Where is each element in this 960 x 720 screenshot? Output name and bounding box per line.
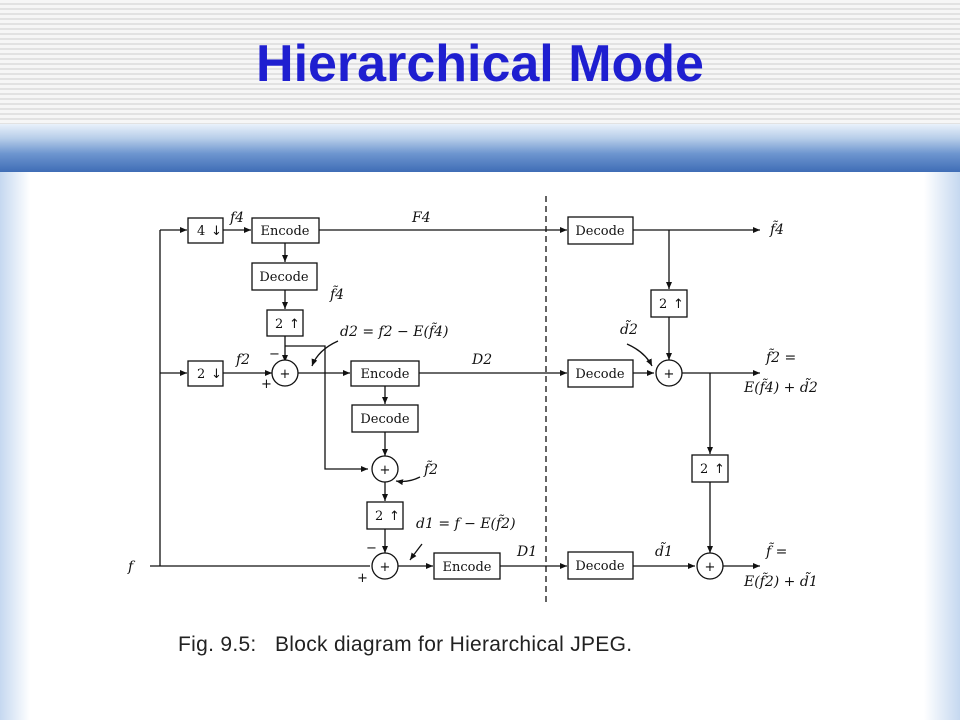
svg-text:+: + xyxy=(705,560,716,575)
svg-text:Decode: Decode xyxy=(575,367,625,382)
svg-text:2: 2 xyxy=(197,367,205,382)
svg-text:Encode: Encode xyxy=(443,560,492,575)
svg-text:Decode: Decode xyxy=(360,412,410,427)
label-d2-tilde: d̃2 xyxy=(620,319,638,338)
label-F4: F4 xyxy=(411,210,431,226)
receiver-upsample-block-2: 2 ↑ xyxy=(691,454,729,483)
sum-junction-1: + xyxy=(271,359,299,387)
upsample-block-2: 2 ↑ xyxy=(366,501,404,530)
decode-block-2: Decode xyxy=(351,404,419,433)
down-arrow-icon: ↓ xyxy=(211,224,222,239)
receiver-decode-block-1: Decode xyxy=(567,216,634,245)
slide-title: Hierarchical Mode xyxy=(256,35,704,93)
right-edge-gradient xyxy=(924,172,960,720)
label-f-output: f̃ = xyxy=(765,542,787,560)
label-f: f xyxy=(127,559,136,575)
sum-junction-3: + xyxy=(371,552,399,580)
d2-tilde-pointer xyxy=(626,343,653,367)
svg-text:Encode: Encode xyxy=(361,367,410,382)
label-f4: f4 xyxy=(229,210,244,226)
up-arrow-icon: ↑ xyxy=(673,297,684,312)
svg-text:Decode: Decode xyxy=(259,270,309,285)
svg-text:+: + xyxy=(664,367,675,382)
header-band xyxy=(0,124,960,172)
upsample-block-1: 2 ↑ xyxy=(266,309,304,337)
svg-text:2: 2 xyxy=(700,462,708,477)
plus-sign-2: + xyxy=(357,571,368,586)
svg-text:+: + xyxy=(380,463,391,478)
label-d1-equation: d1 = f − E(f̃2) xyxy=(416,514,516,532)
svg-text:Decode: Decode xyxy=(575,559,625,574)
left-edge-gradient xyxy=(0,172,30,720)
receiver-decode-block-3: Decode xyxy=(567,551,634,580)
svg-text:Decode: Decode xyxy=(575,224,625,239)
minus-sign-1: − xyxy=(269,347,280,362)
plus-sign-1: + xyxy=(261,377,272,392)
svg-text:2: 2 xyxy=(275,317,283,332)
label-d2-equation: d2 = f2 − E(f̃4) xyxy=(340,322,448,340)
f2-pointer xyxy=(395,476,421,486)
label-d1-tilde: d̃1 xyxy=(655,541,673,560)
down2-block: 2 ↓ xyxy=(187,360,224,387)
receiver-sum-junction-2: + xyxy=(696,552,724,580)
minus-sign-2: − xyxy=(366,541,377,556)
label-f4-tilde-out: f̃4 xyxy=(769,220,784,238)
label-D2: D2 xyxy=(471,352,492,368)
decode-block-1: Decode xyxy=(251,262,318,291)
down-arrow-icon: ↓ xyxy=(211,367,222,382)
svg-text:4: 4 xyxy=(197,224,205,239)
label-f2-output: f̃2 = xyxy=(765,348,796,366)
up-arrow-icon: ↑ xyxy=(289,317,300,332)
predict-to-sum2 xyxy=(285,345,368,472)
svg-text:2: 2 xyxy=(659,297,667,312)
encode-block-1: Encode xyxy=(251,217,320,244)
svg-text:Encode: Encode xyxy=(261,224,310,239)
d1-pointer xyxy=(409,543,423,561)
label-f2: f2 xyxy=(235,352,250,368)
svg-text:+: + xyxy=(280,367,291,382)
label-f4-tilde: f̃4 xyxy=(329,285,344,303)
label-f-output-expr: E(f̃2) + d̃1 xyxy=(743,571,818,590)
up-arrow-icon: ↑ xyxy=(714,462,725,477)
svg-text:2: 2 xyxy=(375,509,383,524)
encode-block-3: Encode xyxy=(433,552,501,580)
receiver-upsample-block-1: 2 ↑ xyxy=(650,289,688,318)
figure-caption: Fig. 9.5: Block diagram for Hierarchical… xyxy=(178,633,633,656)
encode-block-2: Encode xyxy=(350,360,420,387)
up-arrow-icon: ↑ xyxy=(389,509,400,524)
down4-block: 4 ↓ xyxy=(187,217,224,244)
label-f2-output-expr: E(f̃4) + d̃2 xyxy=(743,377,818,396)
d2-pointer xyxy=(311,340,339,367)
label-f2-tilde: f̃2 xyxy=(423,460,438,478)
sum-junction-2: + xyxy=(371,455,399,483)
label-D1: D1 xyxy=(516,544,537,560)
header-stripes xyxy=(0,0,960,124)
receiver-sum-junction-1: + xyxy=(655,359,683,387)
svg-text:+: + xyxy=(380,560,391,575)
receiver-decode-block-2: Decode xyxy=(567,359,634,388)
